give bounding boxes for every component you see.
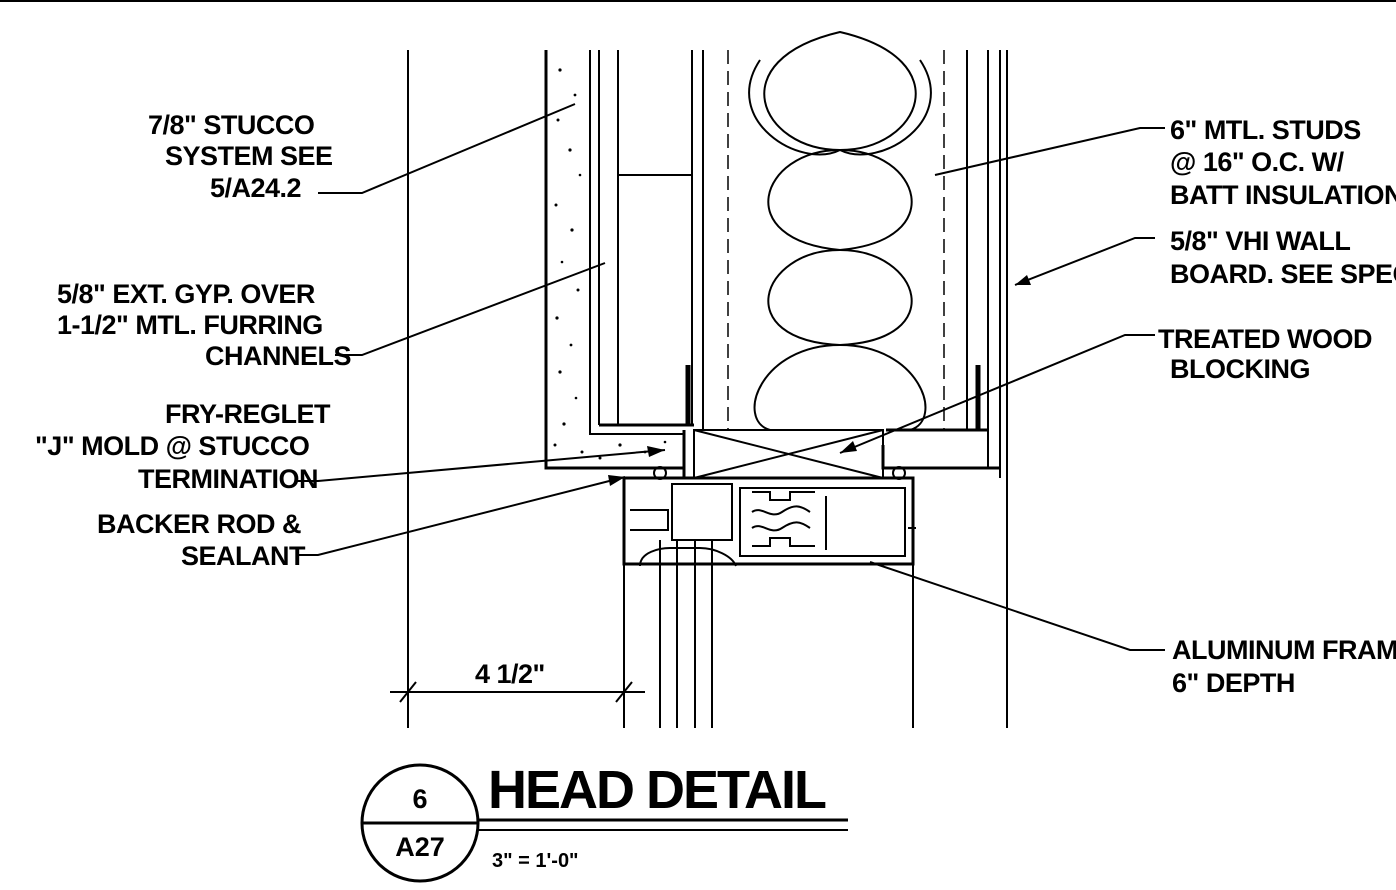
right-leaders	[839, 127, 1165, 651]
svg-text:SEALANT: SEALANT	[181, 541, 306, 571]
svg-text:5/A24.2: 5/A24.2	[210, 173, 301, 203]
svg-text:"J" MOLD @ STUCCO: "J" MOLD @ STUCCO	[35, 431, 309, 461]
left-leaders	[296, 103, 666, 556]
label-frame: ALUMINUM FRAME 6" DEPTH	[1172, 635, 1396, 698]
svg-text:5/8" EXT. GYP. OVER: 5/8" EXT. GYP. OVER	[57, 279, 315, 309]
dimension-text: 4 1/2"	[475, 659, 545, 689]
wood-blocking	[693, 429, 884, 479]
svg-text:BATT INSULATION: BATT INSULATION	[1170, 180, 1396, 210]
detail-bubble: 6 A27	[360, 763, 480, 883]
svg-text:BACKER ROD &: BACKER ROD &	[97, 509, 301, 539]
arrowheads	[608, 275, 1031, 486]
label-stucco: 7/8" STUCCO SYSTEM SEE 5/A24.2	[148, 110, 333, 203]
glazing	[639, 540, 737, 728]
aluminum-frame	[622, 476, 916, 566]
wallboard-layer	[881, 50, 1001, 478]
svg-text:BLOCKING: BLOCKING	[1170, 354, 1310, 384]
sheet-number: A27	[395, 832, 445, 862]
svg-text:ALUMINUM FRAME: ALUMINUM FRAME	[1172, 635, 1396, 665]
svg-text:6" MTL. STUDS: 6" MTL. STUDS	[1170, 115, 1361, 145]
detail-number: 6	[412, 784, 427, 814]
label-wallboard: 5/8" VHI WALL BOARD. SEE SPEC	[1170, 226, 1396, 289]
stucco-layer	[544, 50, 684, 470]
label-blocking: TREATED WOOD BLOCKING	[1158, 324, 1372, 384]
svg-text:BOARD. SEE SPEC: BOARD. SEE SPEC	[1170, 259, 1396, 289]
wall-lines	[407, 50, 1008, 728]
j-mold	[682, 430, 700, 480]
title-underline	[478, 818, 848, 831]
svg-text:@ 16" O.C. W/: @ 16" O.C. W/	[1170, 147, 1345, 177]
svg-text:7/8" STUCCO: 7/8" STUCCO	[148, 110, 314, 140]
svg-text:1-1/2" MTL. FURRING: 1-1/2" MTL. FURRING	[57, 310, 323, 340]
label-backer: BACKER ROD & SEALANT	[97, 509, 307, 571]
svg-text:SYSTEM SEE: SYSTEM SEE	[165, 141, 333, 171]
stud-layer	[702, 50, 981, 430]
svg-text:TERMINATION: TERMINATION	[138, 464, 318, 494]
svg-text:5/8" VHI WALL: 5/8" VHI WALL	[1170, 226, 1350, 256]
svg-text:FRY-REGLET: FRY-REGLET	[165, 399, 331, 429]
svg-text:TREATED WOOD: TREATED WOOD	[1158, 324, 1372, 354]
detail-scale: 3" = 1'-0"	[492, 850, 579, 872]
label-gyp: 5/8" EXT. GYP. OVER 1-1/2" MTL. FURRING …	[57, 279, 352, 371]
dimension-line	[390, 681, 645, 703]
label-reglet: FRY-REGLET "J" MOLD @ STUCCO TERMINATION	[35, 399, 332, 494]
svg-text:6" DEPTH: 6" DEPTH	[1172, 668, 1295, 698]
label-studs: 6" MTL. STUDS @ 16" O.C. W/ BATT INSULAT…	[1170, 115, 1396, 210]
gyp-furring-layer	[598, 50, 694, 427]
batt-insulation	[748, 30, 932, 431]
svg-text:CHANNELS: CHANNELS	[205, 341, 351, 371]
detail-title: HEAD DETAIL	[488, 760, 826, 820]
